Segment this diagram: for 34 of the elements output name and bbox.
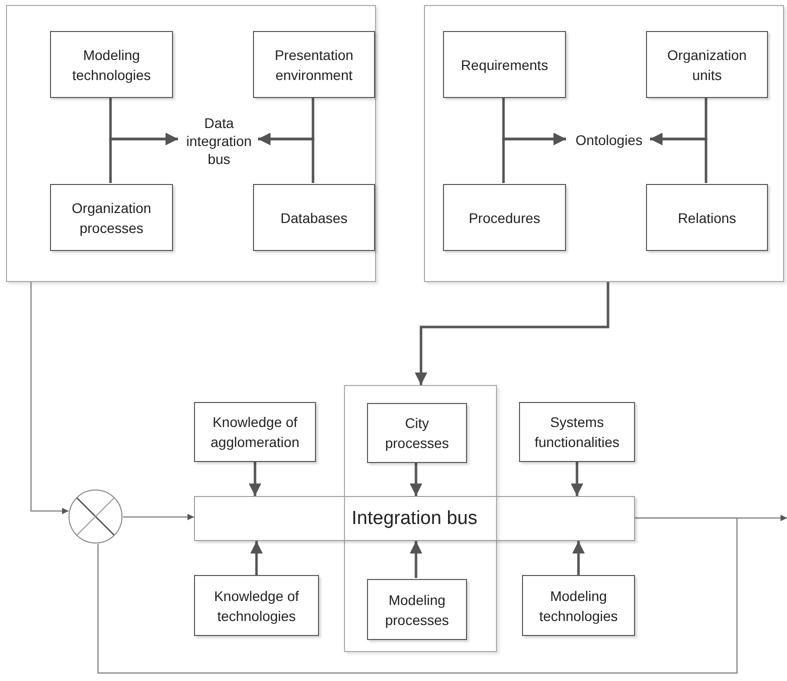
process-box: City processes <box>367 403 467 463</box>
process-box: Knowledge of agglomeration <box>194 402 316 462</box>
process-box: Organization processes <box>50 184 173 251</box>
process-box: Relations <box>646 184 768 251</box>
arrow <box>650 132 708 183</box>
arrow <box>30 282 69 514</box>
arrow <box>109 132 178 183</box>
process-box: Procedures <box>443 184 566 251</box>
process-box: Modeling technologies <box>50 31 173 98</box>
process-box: Requirements <box>443 31 566 98</box>
process-box: Databases <box>253 184 375 251</box>
group-panel <box>6 5 376 282</box>
arrow <box>502 132 566 183</box>
process-box: Organization units <box>646 31 768 98</box>
arrow <box>572 541 585 575</box>
arrow <box>410 462 422 496</box>
bus-bar: Integration bus <box>194 496 635 541</box>
node-label: Data integration bus <box>179 114 259 168</box>
group-panel <box>424 5 784 282</box>
process-box: Presentation environment <box>253 31 375 98</box>
arrow <box>248 462 262 496</box>
node-label: Ontologies <box>567 129 651 151</box>
arrow <box>250 541 263 575</box>
summing-junction <box>68 489 123 544</box>
arrow <box>410 541 422 578</box>
process-box: Modeling processes <box>367 579 467 640</box>
process-box: Systems functionalities <box>519 402 635 462</box>
process-box: Modeling technologies <box>522 575 635 636</box>
arrow <box>258 132 314 183</box>
process-box: Knowledge of technologies <box>194 575 319 636</box>
arrow <box>570 462 584 496</box>
group-panel <box>344 385 497 652</box>
arrow <box>123 514 194 520</box>
arrow <box>414 282 610 385</box>
